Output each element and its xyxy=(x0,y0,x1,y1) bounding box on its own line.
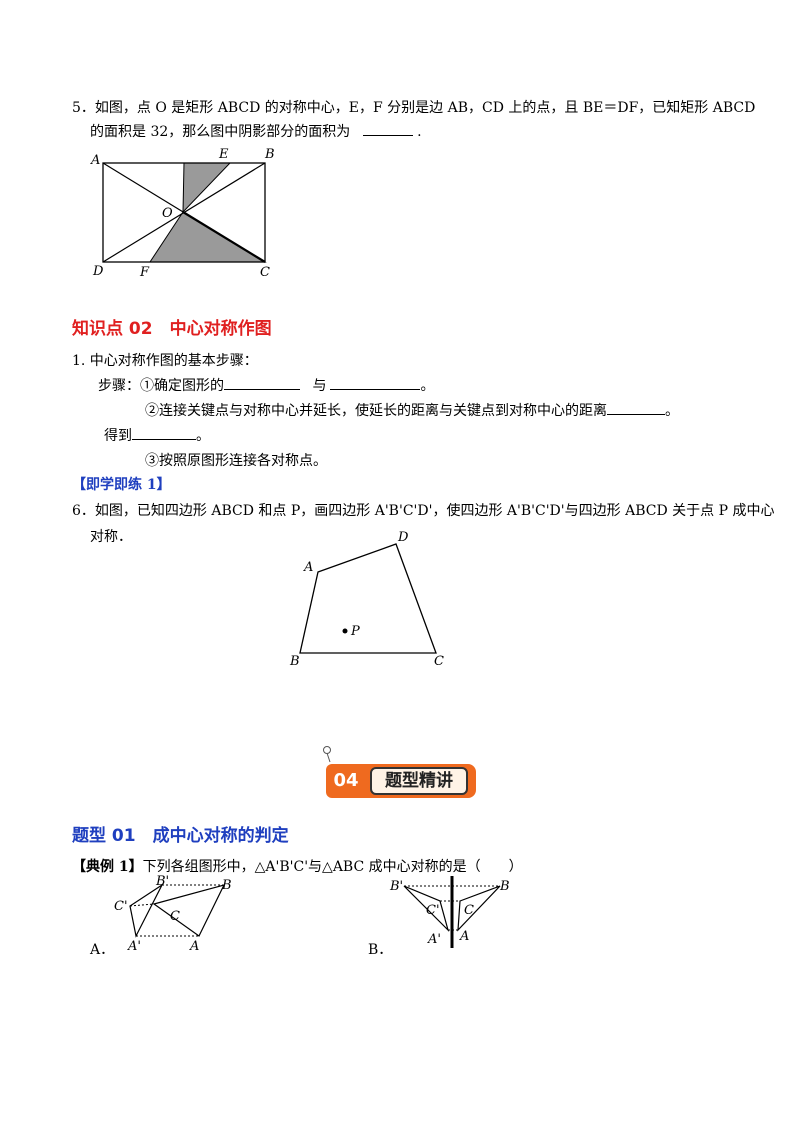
banner-number: 04 xyxy=(326,764,366,798)
label-A: A xyxy=(459,929,469,944)
step1-suffix: 。 xyxy=(420,378,435,394)
label-B: B xyxy=(289,654,300,669)
option-b-figure: B' B C' C A' A xyxy=(389,876,510,948)
answer-blank[interactable] xyxy=(362,122,413,136)
blank-step2-a[interactable] xyxy=(607,401,665,415)
label-B: B xyxy=(499,879,510,894)
step1-mid: 与 xyxy=(312,378,327,394)
triangle-abc xyxy=(457,885,501,932)
label-C1: C' xyxy=(426,903,440,918)
shaded-region-upper xyxy=(182,162,232,214)
label-F: F xyxy=(139,265,150,280)
q5-line2-suffix: . xyxy=(417,124,422,140)
label-E: E xyxy=(218,147,229,162)
label-C: C xyxy=(434,654,444,669)
q5-line2: 的面积是 32，那么图中阴影部分的面积为 . xyxy=(90,121,422,141)
step2b-suffix: 。 xyxy=(196,428,210,444)
type-title: 题型 01 成中心对称的判定 xyxy=(72,826,289,846)
step2: ②连接关键点与对称中心并延长，使延长的距离与关键点到对称中心的距离 。 xyxy=(145,400,679,420)
label-A1: A' xyxy=(127,939,141,954)
banner-label: 题型精讲 xyxy=(370,767,468,795)
label-A: A xyxy=(189,939,199,954)
label-O: O xyxy=(162,206,173,221)
example1-text: 下列各组图形中，△A'B'C'与△ABC 成中心对称的是（ ） xyxy=(142,859,523,875)
rectangle-abcd xyxy=(102,162,266,263)
blank-step2-b[interactable] xyxy=(132,426,196,440)
step2-suffix: 。 xyxy=(665,403,679,419)
label-P: P xyxy=(350,624,360,639)
triangle-a1b1c1 xyxy=(129,883,164,938)
quadrilateral-figure: A B C D P xyxy=(289,530,444,669)
banner-label-box: 题型精讲 xyxy=(366,764,476,798)
q6-line2: 对称． xyxy=(90,529,132,545)
triangle-abc xyxy=(152,884,226,937)
label-C1: C' xyxy=(114,899,128,914)
segment-oc-bold xyxy=(182,211,266,263)
point-p xyxy=(342,628,348,634)
step3: ③按照原图形连接各对称点。 xyxy=(145,453,327,469)
option-b-label[interactable]: B． xyxy=(368,942,393,958)
label-C: C xyxy=(464,903,474,918)
rectangle-figure: A B C D E F O xyxy=(90,147,275,280)
label-A: A xyxy=(303,560,313,575)
blank-step1-a[interactable] xyxy=(224,376,300,390)
label-B1: B' xyxy=(155,874,169,889)
q6-line1: 6．如图，已知四边形 ABCD 和点 P，画四边形 A'B'C'D'，使四边形 … xyxy=(72,503,775,519)
step2b-prefix: 得到 xyxy=(104,428,132,444)
label-A1: A' xyxy=(427,932,441,947)
label-B1: B' xyxy=(389,879,403,894)
pin-icon xyxy=(323,746,331,763)
option-a-figure: B' B C' C A' A xyxy=(114,874,232,954)
label-C: C xyxy=(260,265,270,280)
step1-prefix: 步骤：①确定图形的 xyxy=(98,378,224,394)
triangle-a1b1c1 xyxy=(403,885,450,933)
example1-line: 【典例 1】下列各组图形中，△A'B'C'与△ABC 成中心对称的是（ ） xyxy=(72,856,523,876)
quadrilateral-abcd xyxy=(299,543,437,654)
section-title: 知识点 02 中心对称作图 xyxy=(72,319,272,339)
label-A: A xyxy=(90,153,100,168)
example1-tag: 【典例 1】 xyxy=(72,859,143,875)
steps-intro: 1. 中心对称作图的基本步骤： xyxy=(72,353,258,369)
q5-line2-prefix: 的面积是 32，那么图中阴影部分的面积为 xyxy=(90,124,351,140)
label-B: B xyxy=(264,147,275,162)
step1: 步骤：①确定图形的 与 。 xyxy=(98,375,434,395)
step2-text: ②连接关键点与对称中心并延长，使延长的距离与关键点到对称中心的距离 xyxy=(145,403,607,419)
label-B: B xyxy=(221,878,232,893)
label-D: D xyxy=(397,530,409,545)
q5-line1: 5．如图，点 O 是矩形 ABCD 的对称中心，E，F 分别是边 AB，CD 上… xyxy=(72,100,756,116)
option-a-label[interactable]: A． xyxy=(90,942,115,958)
label-C: C xyxy=(170,909,180,924)
step2b: 得到 。 xyxy=(104,425,210,445)
practice-tag: 【即学即练 1】 xyxy=(72,477,171,493)
blank-step1-b[interactable] xyxy=(330,376,421,390)
section-banner: 04 题型精讲 xyxy=(326,760,476,800)
label-D: D xyxy=(92,264,104,279)
